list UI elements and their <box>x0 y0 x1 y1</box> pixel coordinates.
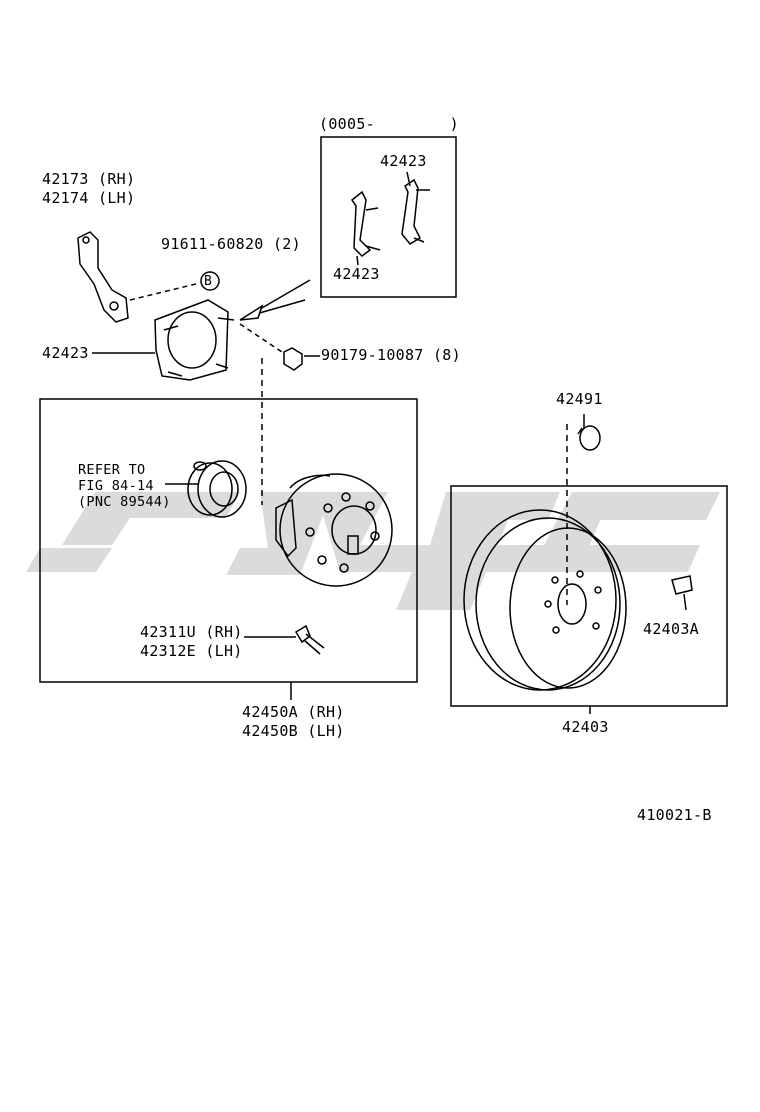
bracket-rh-label: 42173 (RH) <box>42 170 136 188</box>
stud-plate <box>154 299 229 381</box>
bearing-part <box>197 460 247 518</box>
hub-bolt-label-group: 42311U (RH) 42312E (LH) <box>140 623 243 661</box>
inset-bottom-label: 42423 <box>333 265 380 283</box>
hub-flange <box>279 473 393 587</box>
bracket-lh-label: 42174 (LH) <box>42 189 136 207</box>
refer-line-2: FIG 84-14 <box>78 478 154 494</box>
plug-part <box>579 425 601 451</box>
nut-part <box>283 347 303 371</box>
hub-bolt-lh-label: 42312E (LH) <box>140 642 243 660</box>
figure-code: 410021-B <box>637 806 712 824</box>
hub-label-group: 42450A (RH) 42450B (LH) <box>242 703 345 741</box>
refer-line-3: (PNC 89544) <box>78 494 171 510</box>
hub-rh-label: 42450A (RH) <box>242 703 345 721</box>
bracket-label-group: 42173 (RH) 42174 (LH) <box>42 170 135 208</box>
hub-group-box <box>39 398 418 683</box>
bracket-part <box>77 231 129 323</box>
plate-label: 42423 <box>42 344 89 362</box>
drum-label: 42403 <box>562 718 609 736</box>
b-marker-circle <box>200 271 220 291</box>
date-range-label: (0005- ) <box>319 115 459 133</box>
b-marker-letter: B <box>204 274 213 289</box>
refer-note: REFER TO FIG 84-14 (PNC 89544) <box>78 462 171 510</box>
plug-label: 42491 <box>556 390 603 408</box>
hub-lh-label: 42450B (LH) <box>242 722 345 740</box>
hub-bolt-rh-label: 42311U (RH) <box>140 623 243 641</box>
hub-bolt-part <box>294 624 311 644</box>
bolt-b-label: 91611-60820 (2) <box>161 235 301 253</box>
drum-group-box <box>450 485 728 707</box>
nut-label: 90179-10087 (8) <box>321 346 461 364</box>
refer-line-1: REFER TO <box>78 462 146 478</box>
clip-label: 42403A <box>643 620 699 638</box>
clip-part <box>671 575 693 595</box>
inset-box <box>320 136 457 298</box>
inset-top-label: 42423 <box>380 152 427 170</box>
